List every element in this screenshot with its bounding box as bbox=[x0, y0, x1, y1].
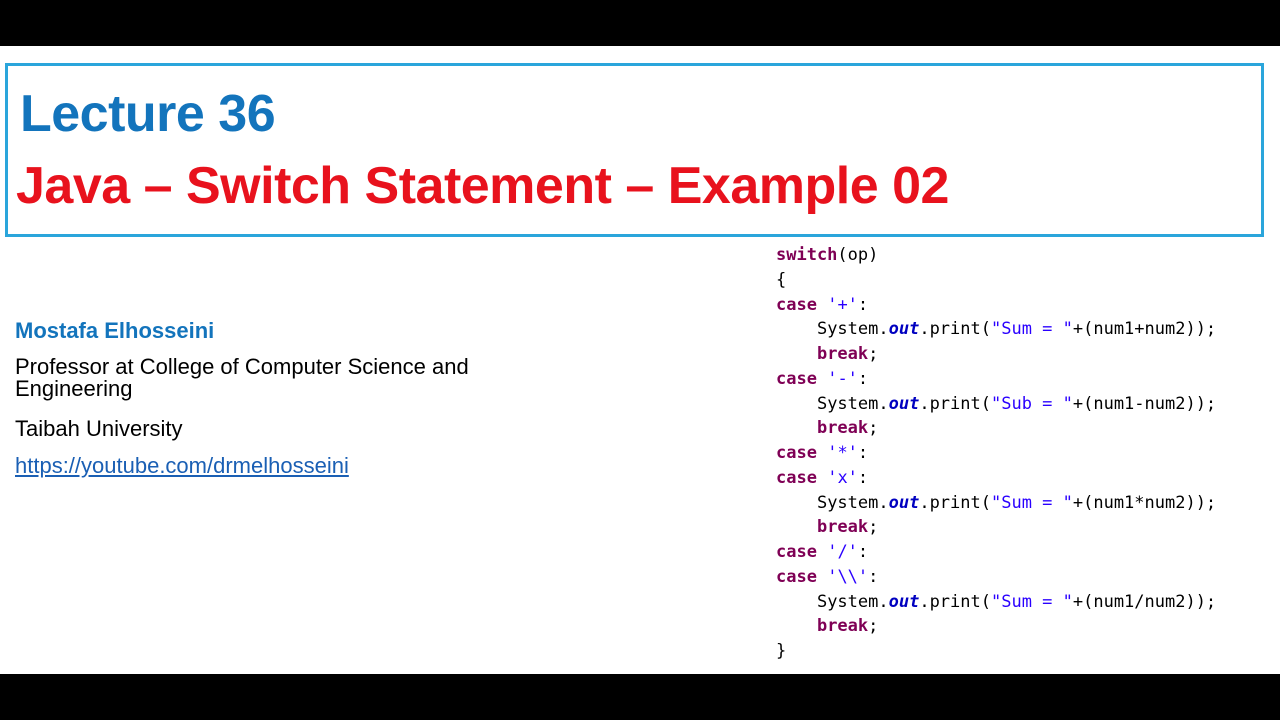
lecture-number-title: Lecture 36 bbox=[20, 85, 276, 143]
code-line-8: break; bbox=[816, 418, 879, 439]
code-line-12: break; bbox=[816, 517, 879, 538]
top-letterbox-bar bbox=[0, 0, 1280, 46]
university-name: Taibah University bbox=[15, 416, 183, 441]
author-name: Mostafa Elhosseini bbox=[15, 318, 215, 343]
code-line-1: switch(op) bbox=[776, 245, 879, 265]
code-line-14: case '\\': bbox=[776, 566, 879, 587]
code-line-17: } bbox=[776, 641, 787, 661]
code-line-7: System.out.print("Sub = "+(num1-num2)); bbox=[816, 393, 1217, 414]
youtube-channel-link[interactable]: https://youtube.com/drmelhosseini bbox=[15, 453, 349, 478]
code-line-2: { bbox=[776, 269, 787, 290]
code-line-10: case 'x': bbox=[776, 467, 869, 488]
code-line-5: break; bbox=[816, 344, 879, 364]
code-block: switch(op) { case '+': System.out.print("S… bbox=[776, 243, 1216, 664]
code-line-13: case '/': bbox=[776, 542, 869, 562]
code-line-15: System.out.print("Sum = "+(num1/num2)); bbox=[816, 591, 1217, 612]
code-line-4: System.out.print("Sum = "+(num1+num2)); bbox=[816, 319, 1217, 340]
code-line-6: case '-': bbox=[776, 368, 869, 389]
code-line-3: case '+': bbox=[776, 294, 869, 315]
title-box: Lecture 36 Java – Switch Statement – Exa… bbox=[5, 63, 1264, 237]
code-line-9: case '*': bbox=[776, 443, 869, 463]
code-line-11: System.out.print("Sum = "+(num1*num2)); bbox=[816, 492, 1217, 513]
lecture-topic-title: Java – Switch Statement – Example 02 bbox=[16, 157, 949, 215]
code-line-16: break; bbox=[816, 616, 879, 637]
bottom-letterbox-bar bbox=[0, 674, 1280, 720]
author-affiliation: Professor at College of Computer Science… bbox=[15, 354, 469, 401]
